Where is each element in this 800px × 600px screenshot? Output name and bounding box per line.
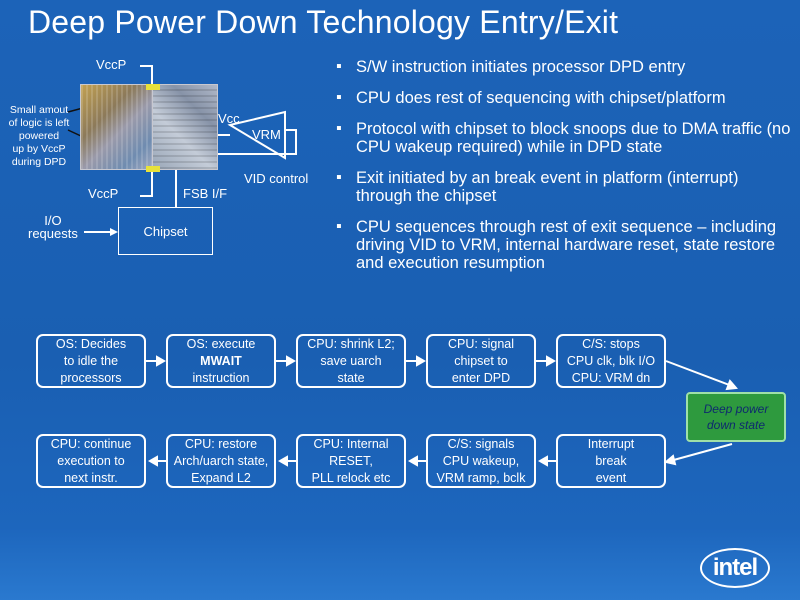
flow-step-text: CPU: Internal RESET, PLL relock etc	[311, 436, 391, 485]
deep-power-down-label: Deep power down state	[703, 402, 769, 432]
cpu-die-image-right	[152, 84, 218, 170]
flow-step-text: CPU: signal chipset to enter DPD	[448, 336, 514, 385]
bullet-item: S/W instruction initiates processor DPD …	[336, 58, 796, 76]
io-requests-label: I/O requests	[28, 213, 78, 241]
vid-line	[216, 129, 297, 155]
flow-step-signal-chipset: CPU: signal chipset to enter DPD	[426, 334, 536, 388]
vccp-bottom-marker	[146, 166, 160, 172]
cpu-die-image	[80, 84, 154, 170]
bullet-list: S/W instruction initiates processor DPD …	[336, 58, 796, 285]
flow-step-text: CPU: shrink L2; save uarch state	[307, 336, 395, 385]
vccp-top-marker	[146, 84, 160, 90]
vccp-top-label: VccP	[96, 57, 127, 72]
bullet-item: CPU does rest of sequencing with chipset…	[336, 89, 796, 107]
flow-step-text: C/S: stops CPU clk, blk I/O CPU: VRM dn	[566, 336, 656, 385]
vrm-label: VRM	[252, 127, 281, 142]
flow-step-interrupt: Interrupt break event	[556, 434, 666, 488]
vccp-bottom-line	[140, 172, 153, 197]
flow-step-internal-reset: CPU: Internal RESET, PLL relock etc	[296, 434, 406, 488]
chipset-box: Chipset	[118, 207, 213, 255]
flow-step-text: CPU: continue execution to next instr.	[50, 436, 132, 485]
fsb-label: FSB I/F	[183, 186, 228, 201]
deep-power-down-state: Deep power down state	[686, 392, 786, 442]
flow-step-text: CPU: restore Arch/uarch state, Expand L2	[173, 436, 269, 485]
flow-step-text: C/S: signals CPU wakeup, VRM ramp, bclk	[436, 436, 526, 485]
dpd-note: Small amout of logic is left powered up …	[8, 104, 70, 168]
flow-step-cs-signals: C/S: signals CPU wakeup, VRM ramp, bclk	[426, 434, 536, 488]
flow-step-text: OS: Decides to idle the processors	[55, 336, 127, 385]
bullet-item: Exit initiated by an break event in plat…	[336, 169, 796, 205]
page-title: Deep Power Down Technology Entry/Exit	[28, 4, 619, 40]
flow-step-shrink-l2: CPU: shrink L2; save uarch state	[296, 334, 406, 388]
flow-step-text: OS: execute MWAIT instruction	[186, 336, 256, 385]
flow-step-restore: CPU: restore Arch/uarch state, Expand L2	[166, 434, 276, 488]
chipset-label: Chipset	[143, 223, 188, 239]
vcc-label: Vcc	[218, 111, 240, 126]
flow-step-cs-stops: C/S: stops CPU clk, blk I/O CPU: VRM dn	[556, 334, 666, 388]
flow-step-text: Interrupt break event	[587, 436, 635, 485]
vccp-bottom-label: VccP	[88, 186, 119, 201]
flow-arrows	[146, 355, 738, 467]
bullet-item: CPU sequences through rest of exit seque…	[336, 218, 796, 272]
intel-logo-text: intel	[712, 554, 758, 581]
vccp-top-line	[140, 65, 153, 84]
flow-step-os-decides: OS: Decides to idle the processors	[36, 334, 146, 388]
vrm-triangle	[227, 110, 286, 160]
flow-step-continue: CPU: continue execution to next instr.	[36, 434, 146, 488]
bullet-item: Protocol with chipset to block snoops du…	[336, 120, 796, 156]
intel-logo: intel	[700, 548, 770, 588]
flow-step-mwait: OS: execute MWAIT instruction	[166, 334, 276, 388]
vid-control-label: VID control	[244, 171, 309, 186]
